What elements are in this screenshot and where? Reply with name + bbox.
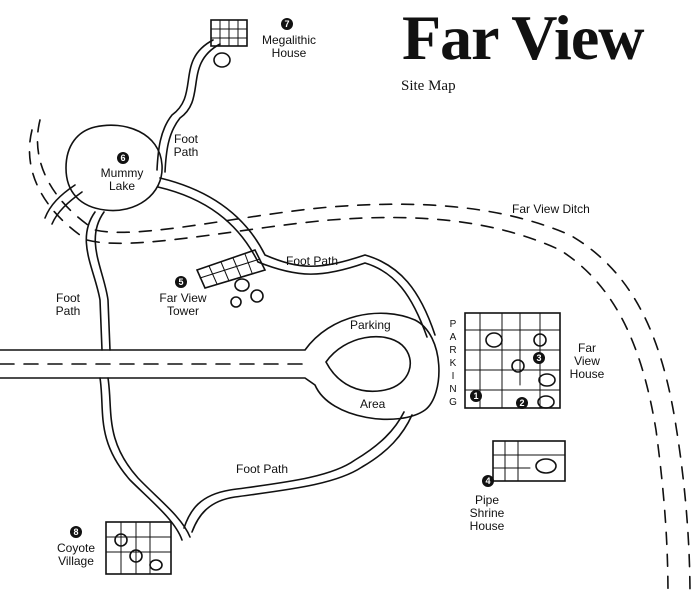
footpath-left xyxy=(85,211,103,351)
site-number-1: 1 xyxy=(470,390,482,402)
parking-letter: R xyxy=(449,345,457,356)
coyote-village xyxy=(105,521,172,575)
pipe-shrine-house xyxy=(492,440,566,482)
label-parking: Parking xyxy=(350,318,391,332)
site-number-6: 6 xyxy=(117,152,129,164)
site-number-4: 4 xyxy=(482,475,494,487)
parking-letter: G xyxy=(449,397,457,408)
site-number-7: 7 xyxy=(281,18,293,30)
label-foot-path-center: Foot Path xyxy=(286,254,339,268)
parking-letter: I xyxy=(451,371,455,382)
parking-letter: N xyxy=(449,384,457,395)
main-road xyxy=(0,312,440,421)
far-view-house xyxy=(464,312,561,409)
footpath-lower xyxy=(183,411,405,529)
footpath-lake-loop xyxy=(159,177,436,336)
map-title: Far View xyxy=(402,2,644,73)
parking-letter: P xyxy=(449,319,457,330)
label-foot-path-lower: Foot Path xyxy=(236,462,289,476)
site-number-3: 3 xyxy=(533,352,545,364)
footpath-megalithic xyxy=(156,39,214,171)
parking-letter: K xyxy=(449,358,457,369)
site-number-5: 5 xyxy=(175,276,187,288)
footpath-south xyxy=(99,377,183,541)
parking-letter: A xyxy=(449,332,457,343)
label-area: Area xyxy=(360,397,386,411)
parking-island xyxy=(325,335,412,392)
far-view-ditch xyxy=(36,119,691,596)
far-view-tower xyxy=(195,249,267,289)
site-number-8: 8 xyxy=(70,526,82,538)
label-far-view-ditch: Far View Ditch xyxy=(512,202,590,216)
site-number-2: 2 xyxy=(516,397,528,409)
map-subtitle: Site Map xyxy=(401,78,456,94)
mummy-lake xyxy=(65,124,163,212)
